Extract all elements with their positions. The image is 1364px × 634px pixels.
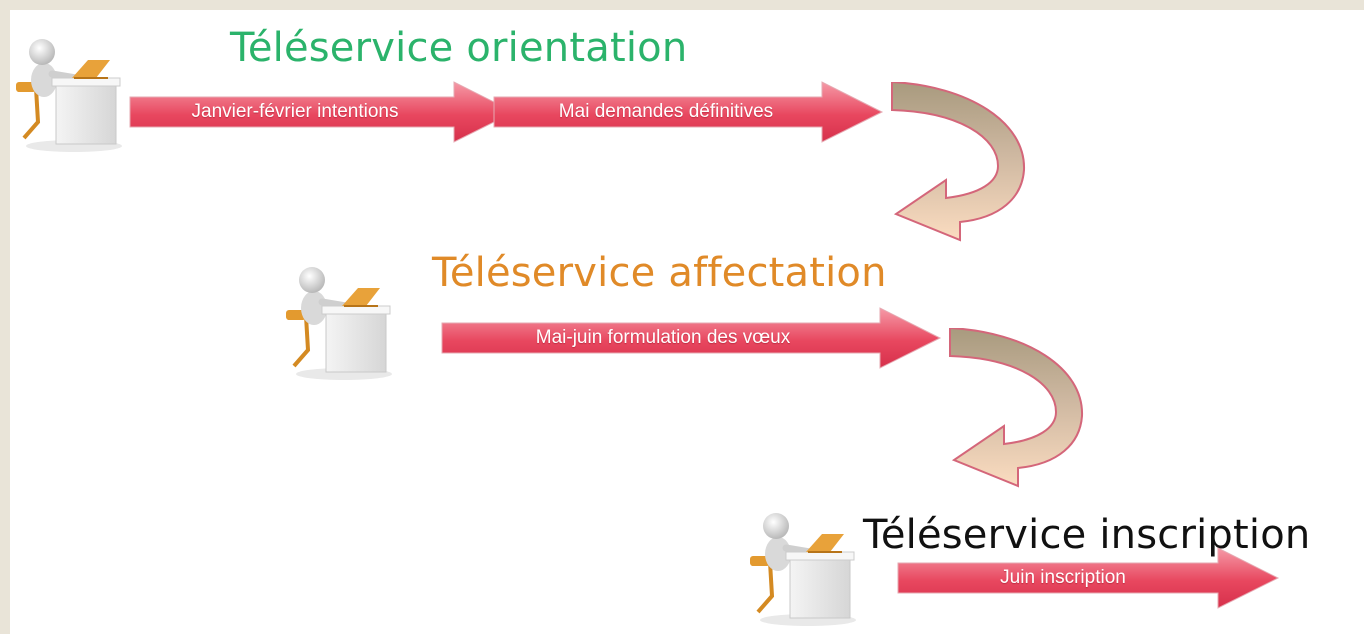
step-arrow-janvier-fevrier: Janvier-février intentions bbox=[129, 80, 516, 144]
step-label: Mai demandes définitives bbox=[558, 101, 774, 122]
arrow-shape bbox=[493, 81, 884, 143]
title-affectation: Téléservice affectation bbox=[432, 250, 887, 296]
arrow-shape bbox=[129, 81, 516, 143]
diagram-canvas: Téléservice orientation Janvier-février … bbox=[10, 10, 1364, 634]
title-orientation: Téléservice orientation bbox=[230, 25, 688, 71]
title-inscription: Téléservice inscription bbox=[863, 512, 1311, 558]
step-label: Janvier-février intentions bbox=[191, 101, 399, 122]
person-at-desk-icon bbox=[12, 22, 122, 157]
arrow-shape bbox=[441, 307, 942, 369]
step-label: Mai-juin formulation des vœux bbox=[535, 327, 791, 348]
person-at-desk-icon bbox=[282, 250, 392, 385]
curved-down-arrow-icon bbox=[888, 80, 1038, 252]
step-arrow-mai-demandes: Mai demandes définitives bbox=[493, 80, 884, 144]
step-arrow-juin-inscription: Juin inscription bbox=[897, 546, 1280, 610]
curved-down-arrow-icon bbox=[946, 326, 1096, 498]
step-arrow-mai-juin: Mai-juin formulation des vœux bbox=[441, 306, 942, 370]
person-at-desk-icon bbox=[746, 496, 856, 631]
arrow-shape bbox=[897, 547, 1280, 609]
step-label: Juin inscription bbox=[1000, 567, 1126, 588]
